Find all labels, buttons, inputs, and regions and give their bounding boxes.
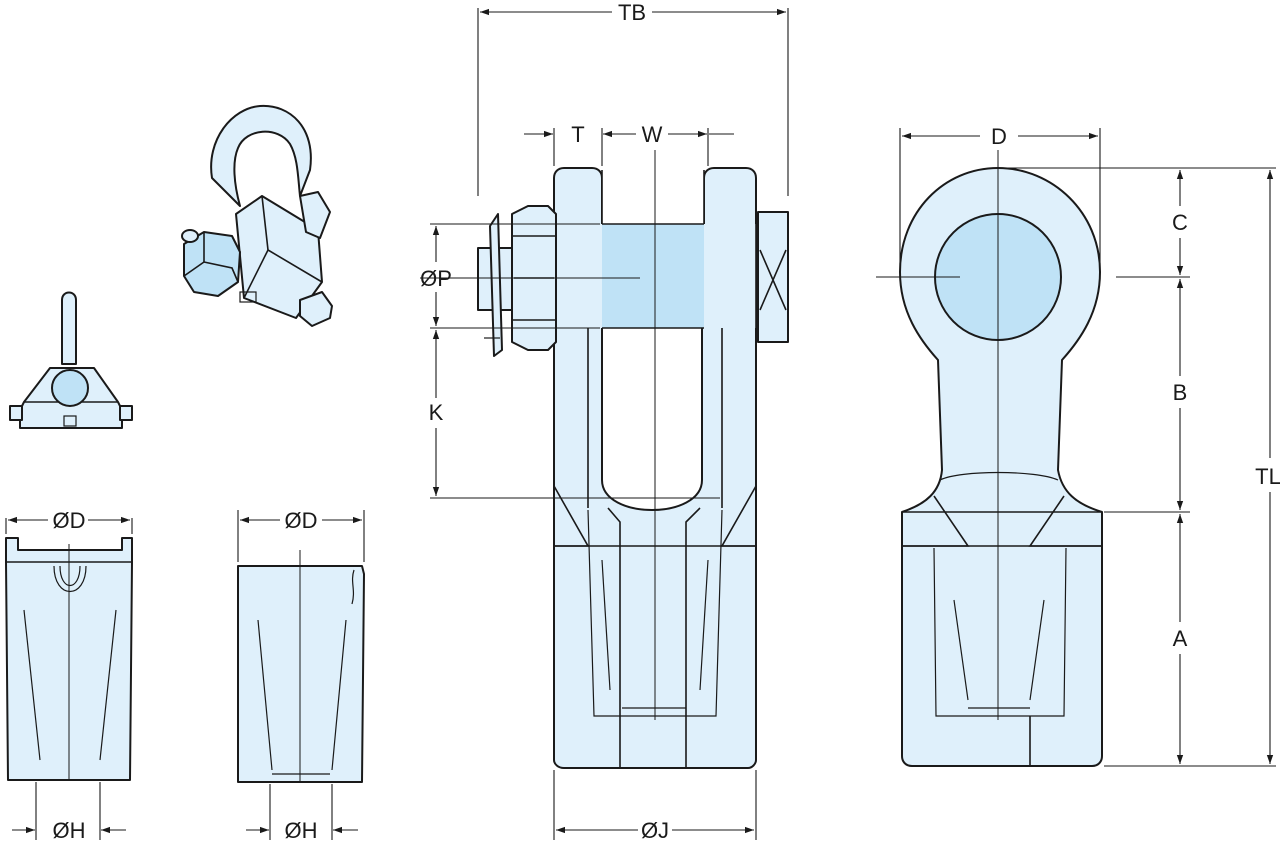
closed-socket-side-view	[876, 150, 1103, 767]
isometric-assembly-view	[181, 104, 333, 327]
dimension-k-label: K	[429, 400, 444, 425]
dimension-b-label: B	[1173, 380, 1188, 405]
dimension-j-label: ØJ	[641, 818, 669, 842]
dimension-tb-label: TB	[618, 0, 646, 25]
wedge-diameter-h-label: ØH	[53, 818, 86, 842]
cone-diameter-h-label: ØH	[285, 818, 318, 842]
side-view-dimensions: D C B A TL	[899, 124, 1280, 767]
dimension-p-label: ØP	[420, 266, 452, 291]
dimension-d-label: D	[991, 124, 1007, 149]
cone-side-view: ØD ØH	[237, 508, 365, 842]
dimension-t-label: T	[571, 122, 584, 147]
dimension-tl-label: TL	[1255, 464, 1280, 489]
dimension-w-label: W	[642, 122, 663, 147]
wedge-side-view: ØD ØH	[5, 508, 133, 842]
open-socket-front-view	[477, 150, 789, 769]
wedge-isometric-view	[9, 291, 133, 429]
cone-diameter-d-label: ØD	[285, 508, 318, 533]
dimension-a-label: A	[1173, 626, 1188, 651]
wedge-diameter-d-label: ØD	[53, 508, 86, 533]
front-view-dimensions: TB T W ØP K ØJ	[420, 0, 789, 842]
dimension-c-label: C	[1172, 210, 1188, 235]
